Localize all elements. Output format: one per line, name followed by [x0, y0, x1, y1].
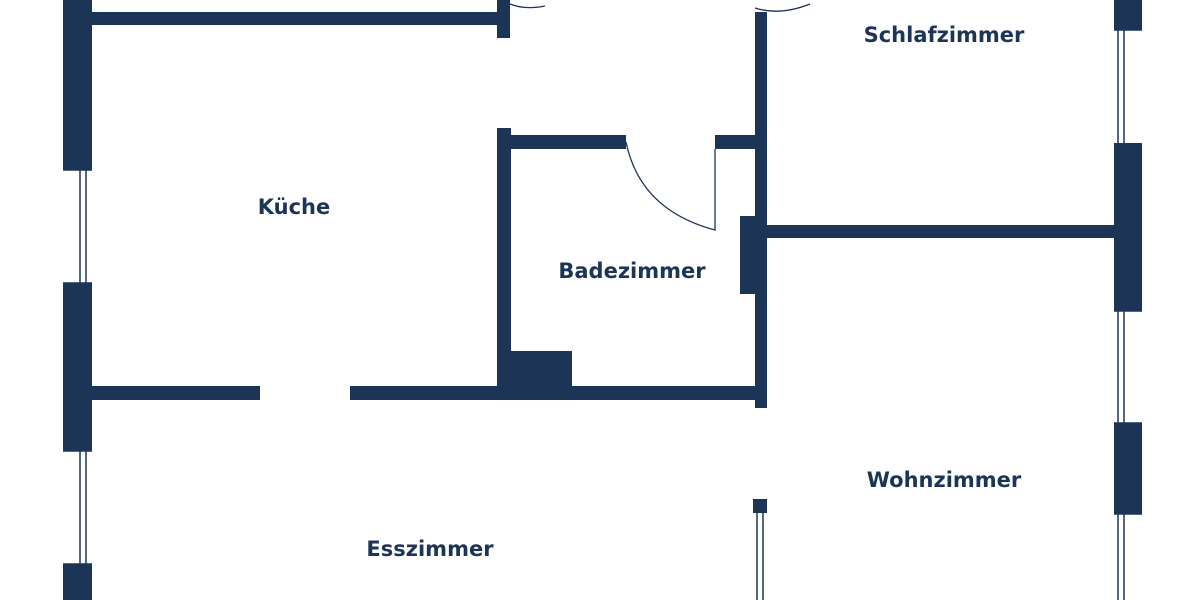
bath-fixture [511, 351, 572, 388]
wall-center-upper [755, 12, 767, 408]
wall-left-lower [63, 564, 92, 600]
door-swing-top-left [509, 3, 546, 9]
wall-left-middle [63, 283, 92, 451]
window-left-lower [63, 450, 92, 565]
doors [509, 3, 811, 231]
wall-right-upper [1114, 143, 1142, 311]
door-swing-top-right [754, 3, 811, 12]
wall-top-kitchen-stub [497, 0, 510, 38]
wall-kitchen-dining-right [350, 386, 755, 400]
windows [63, 29, 1142, 600]
wall-dining-living-stub [753, 499, 767, 513]
wall-right-lower [1114, 423, 1142, 514]
wall-center-jog [740, 216, 767, 294]
label-badezimmer: Badezimmer [558, 259, 706, 283]
label-esszimmer: Esszimmer [366, 537, 494, 561]
window-right-middle [1114, 310, 1142, 424]
door-swing-bathroom [625, 141, 716, 231]
label-kueche: Küche [258, 195, 331, 219]
wall-bedroom-living [767, 225, 1117, 238]
window-right-upper [1114, 29, 1142, 143]
label-wohnzimmer: Wohnzimmer [867, 468, 1022, 492]
wall-bath-top-right [715, 135, 755, 149]
wall-left-upper [63, 0, 92, 170]
wall-kitchen-dining-left [92, 386, 260, 400]
wall-top-kitchen [92, 12, 510, 25]
window-right-lower [1114, 513, 1142, 600]
window-left-upper [63, 169, 92, 284]
wall-right-top [1114, 0, 1142, 30]
wall-bath-left [497, 128, 511, 388]
walls [63, 0, 1142, 600]
label-schlafzimmer: Schlafzimmer [864, 23, 1025, 47]
room-labels: Schlafzimmer Küche Badezimmer Wohnzimmer… [258, 23, 1025, 561]
window-dining-living [756, 513, 764, 600]
wall-bath-top-left [511, 135, 626, 149]
